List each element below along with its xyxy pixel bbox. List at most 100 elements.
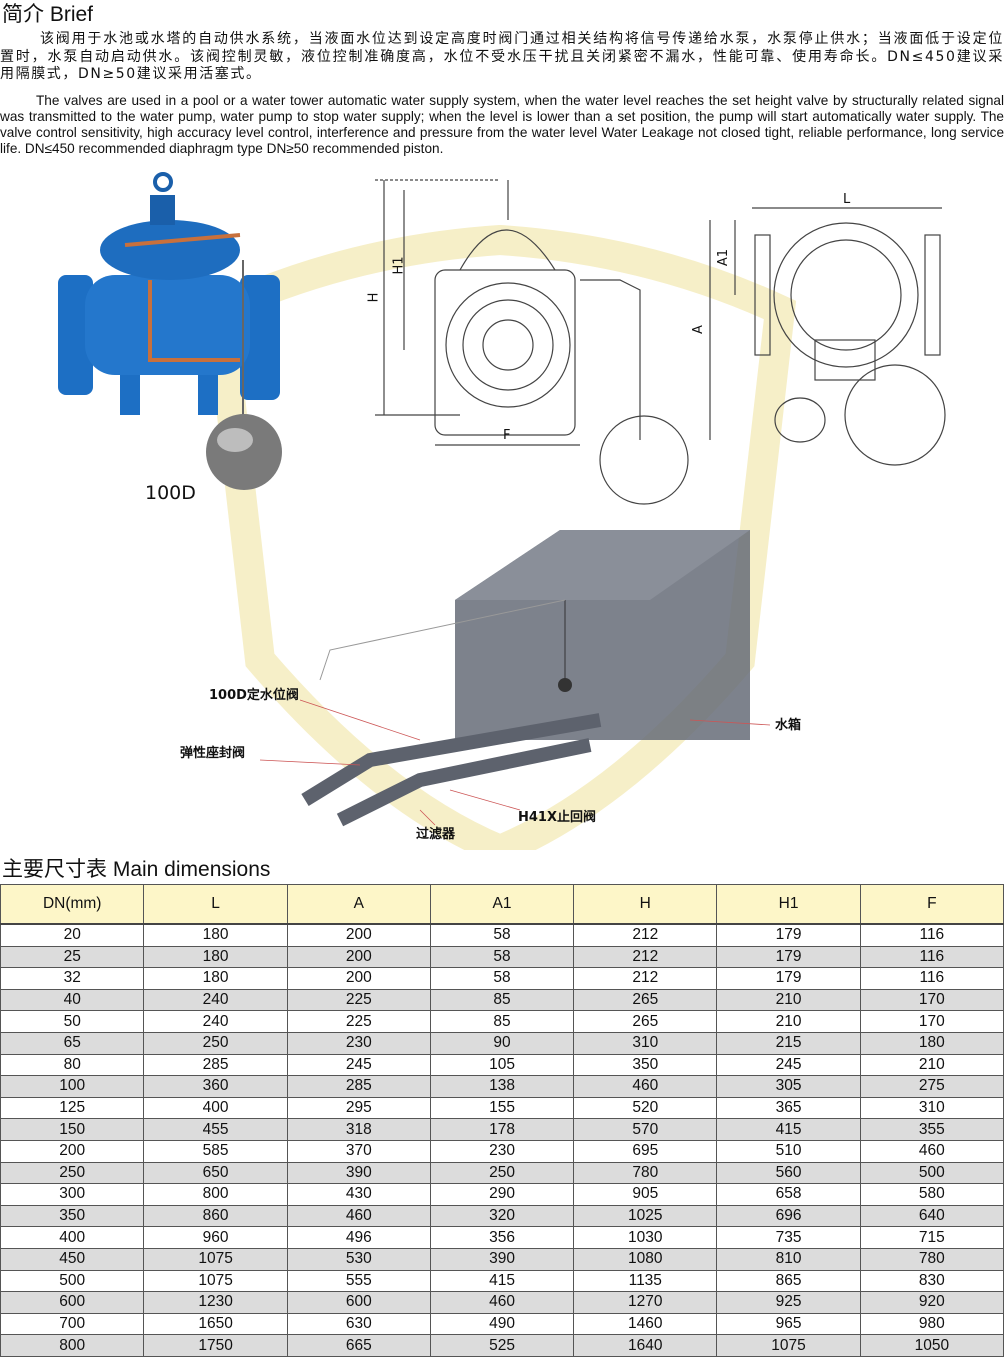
table-cell: 318 <box>286 1118 431 1141</box>
table-cell: 212 <box>573 967 718 990</box>
table-cell: 1030 <box>573 1226 718 1249</box>
table-cell: 310 <box>573 1031 718 1055</box>
table-cell: 180 <box>143 967 288 990</box>
table-cell: 780 <box>573 1161 718 1185</box>
table-cell: 960 <box>143 1226 288 1249</box>
column-header: F <box>859 884 1005 925</box>
table-cell: 905 <box>573 1183 718 1206</box>
table-cell: 212 <box>573 923 718 947</box>
table-cell: 490 <box>429 1312 575 1336</box>
column-header: A1 <box>429 884 575 925</box>
table-cell: 640 <box>859 1204 1005 1228</box>
table-cell: 460 <box>573 1075 718 1098</box>
table-cell: 658 <box>716 1183 861 1206</box>
label-filter: 过滤器 <box>416 827 456 842</box>
table-cell: 265 <box>573 988 718 1012</box>
table-cell: 415 <box>716 1118 861 1141</box>
table-cell: 275 <box>859 1075 1005 1098</box>
table-cell: 390 <box>286 1161 431 1185</box>
table-cell: 150 <box>0 1118 145 1141</box>
dim-H1: H1 <box>391 256 407 275</box>
dim-F: F <box>503 428 511 443</box>
table-cell: 810 <box>716 1247 861 1271</box>
table-cell: 100 <box>0 1075 145 1098</box>
table-cell: 460 <box>286 1204 431 1228</box>
table-cell: 179 <box>716 967 861 990</box>
side-view-drawing <box>709 207 946 466</box>
table-cell: 450 <box>0 1247 145 1271</box>
table-cell: 210 <box>716 988 861 1012</box>
valve-photo <box>58 172 282 490</box>
product-figure: 100D H H1 F L A1 A 100D定水位阀 弹性座封阀 水箱 H41… <box>0 160 1008 850</box>
table-cell: 210 <box>859 1053 1005 1077</box>
dim-A1: A1 <box>716 248 732 267</box>
table-cell: 305 <box>716 1075 861 1098</box>
table-cell: 925 <box>716 1291 861 1314</box>
table-cell: 265 <box>573 1010 718 1033</box>
table-cell: 1075 <box>143 1269 288 1293</box>
table-cell: 80 <box>0 1053 145 1077</box>
table-cell: 170 <box>859 988 1005 1012</box>
table-cell: 570 <box>573 1118 718 1141</box>
table-cell: 1050 <box>859 1334 1005 1357</box>
table-cell: 700 <box>0 1312 145 1336</box>
watermark-shield <box>203 224 797 850</box>
column-header: L <box>143 884 288 925</box>
table-cell: 200 <box>0 1139 145 1163</box>
water-tank-illustration <box>259 530 771 827</box>
table-cell: 496 <box>286 1226 431 1249</box>
table-cell: 600 <box>286 1291 431 1314</box>
table-cell: 200 <box>286 923 431 947</box>
table-cell: 180 <box>143 945 288 969</box>
dimensions-title: 主要尺寸表 Main dimensions <box>2 858 271 881</box>
table-cell: 800 <box>143 1183 288 1206</box>
brief-chinese-text: 该阀用于水池或水塔的自动供水系统，当液面水位达到设定高度时阀门通过相关结构将信号… <box>0 31 1004 82</box>
table-cell: 240 <box>143 988 288 1012</box>
dim-H: H <box>366 292 382 303</box>
label-level-valve: 100D定水位阀 <box>209 688 299 703</box>
table-cell: 310 <box>859 1096 1005 1120</box>
table-cell: 650 <box>143 1161 288 1185</box>
table-cell: 240 <box>143 1010 288 1033</box>
table-cell: 735 <box>716 1226 861 1249</box>
table-cell: 230 <box>429 1139 575 1163</box>
table-cell: 85 <box>429 1010 575 1033</box>
table-cell: 1075 <box>143 1247 288 1271</box>
table-cell: 25 <box>0 945 145 969</box>
table-cell: 665 <box>286 1334 431 1357</box>
table-cell: 525 <box>429 1334 575 1357</box>
table-cell: 460 <box>859 1139 1005 1163</box>
table-cell: 1750 <box>143 1334 288 1357</box>
table-cell: 85 <box>429 988 575 1012</box>
table-cell: 212 <box>573 945 718 969</box>
column-header: H1 <box>716 884 861 925</box>
table-cell: 32 <box>0 967 145 990</box>
table-cell: 355 <box>859 1118 1005 1141</box>
table-cell: 250 <box>429 1161 575 1185</box>
table-cell: 356 <box>429 1226 575 1249</box>
table-cell: 696 <box>716 1204 861 1228</box>
table-cell: 360 <box>143 1075 288 1098</box>
table-cell: 250 <box>0 1161 145 1185</box>
table-cell: 1460 <box>573 1312 718 1336</box>
table-cell: 225 <box>286 1010 431 1033</box>
table-cell: 245 <box>286 1053 431 1077</box>
label-water-tank: 水箱 <box>775 718 802 733</box>
figure-drawings <box>58 172 946 850</box>
column-header: H <box>573 884 718 925</box>
table-cell: 155 <box>429 1096 575 1120</box>
table-cell: 125 <box>0 1096 145 1120</box>
column-header: DN(mm) <box>0 884 145 925</box>
